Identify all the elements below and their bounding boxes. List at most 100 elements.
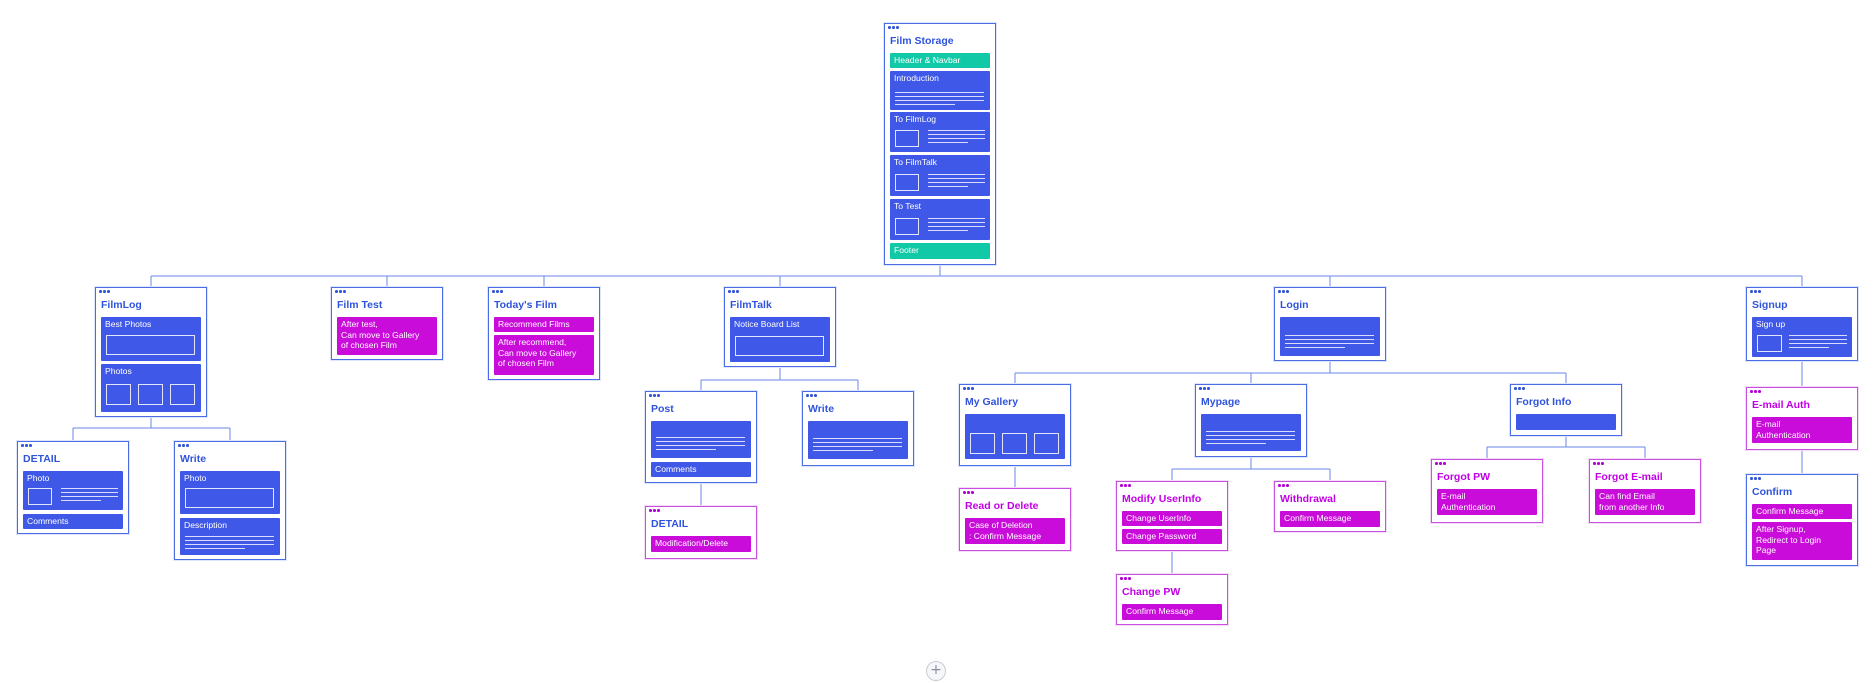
card-post[interactable]: Post Comments	[645, 391, 757, 483]
section-email-authentication[interactable]: E-mail Authentication	[1437, 489, 1537, 515]
card-forgot-info[interactable]: Forgot Info	[1510, 384, 1622, 436]
section-footer[interactable]: Footer	[890, 243, 990, 259]
image-placeholder	[106, 335, 195, 355]
text-line	[1285, 339, 1374, 340]
section-to-filmlog[interactable]: To FilmLog	[890, 112, 990, 152]
card-forgot-pw[interactable]: Forgot PW E-mail Authentication	[1431, 459, 1543, 523]
card-mypage[interactable]: Mypage	[1195, 384, 1307, 457]
section-change-userinfo[interactable]: Change UserInfo	[1122, 511, 1222, 526]
text-line	[813, 438, 902, 439]
add-node-button[interactable]: +	[926, 661, 946, 681]
section-photos[interactable]: Photos	[101, 364, 201, 412]
window-dots-icon	[963, 387, 974, 390]
text-line	[928, 138, 985, 139]
card-my-gallery[interactable]: My Gallery	[959, 384, 1071, 466]
card-filmlog-write[interactable]: Write Photo Description	[174, 441, 286, 560]
section-confirm-message[interactable]: Confirm Message	[1122, 604, 1222, 620]
card-change-pw[interactable]: Change PW Confirm Message	[1116, 574, 1228, 625]
section-introduction[interactable]: Introduction	[890, 71, 990, 110]
section-label: Confirm Message	[1126, 606, 1194, 616]
window-dots-icon	[1750, 390, 1761, 393]
section-comments[interactable]: Comments	[23, 514, 123, 529]
section-description[interactable]: Description	[180, 518, 280, 555]
card-filmtalk[interactable]: FilmTalk Notice Board List	[724, 287, 836, 367]
text-line	[61, 492, 118, 493]
section-after-test[interactable]: After test, Can move to Gallery of chose…	[337, 317, 437, 355]
card-modify-userinfo[interactable]: Modify UserInfo Change UserInfo Change P…	[1116, 481, 1228, 551]
window-dots-icon	[1278, 484, 1289, 487]
card-todays-film[interactable]: Today's Film Recommend Films After recom…	[488, 287, 600, 380]
text-line	[895, 104, 955, 105]
section-forgot-info-body[interactable]	[1516, 414, 1616, 430]
section-modification-delete[interactable]: Modification/Delete	[651, 536, 751, 552]
section-label: Notice Board List	[734, 319, 800, 329]
section-recommend-films[interactable]: Recommend Films	[494, 317, 594, 332]
card-forgot-email[interactable]: Forgot E-mail Can find Email from anothe…	[1589, 459, 1701, 523]
text-line	[1206, 435, 1295, 436]
section-label: Comments	[655, 464, 697, 474]
section-to-filmtalk[interactable]: To FilmTalk	[890, 155, 990, 196]
section-label: Change UserInfo	[1126, 513, 1191, 523]
card-title: Login	[1280, 299, 1309, 311]
text-line	[1285, 335, 1374, 336]
card-filmlog-detail[interactable]: DETAIL Photo Comments	[17, 441, 129, 534]
text-line	[928, 226, 985, 227]
section-confirm-message[interactable]: Confirm Message	[1752, 504, 1852, 519]
window-dots-icon	[1593, 462, 1604, 465]
section-comments[interactable]: Comments	[651, 462, 751, 477]
card-film-test[interactable]: Film Test After test, Can move to Galler…	[331, 287, 443, 360]
section-notice-board-list[interactable]: Notice Board List	[730, 317, 830, 362]
section-post-body[interactable]	[651, 421, 751, 458]
image-placeholder	[895, 130, 919, 147]
section-change-password[interactable]: Change Password	[1122, 529, 1222, 544]
section-label: E-mail Authentication	[1441, 491, 1496, 512]
card-title: FilmTalk	[730, 299, 772, 311]
section-to-test[interactable]: To Test	[890, 199, 990, 240]
card-read-or-delete[interactable]: Read or Delete Case of Deletion : Confir…	[959, 488, 1071, 551]
card-filmlog[interactable]: FilmLog Best Photos Photos	[95, 287, 207, 417]
image-placeholder	[1757, 335, 1782, 352]
card-film-storage[interactable]: Film Storage Header & Navbar Introductio…	[884, 23, 996, 265]
text-line	[1789, 343, 1847, 344]
section-case-of-deletion[interactable]: Case of Deletion : Confirm Message	[965, 518, 1065, 544]
text-line	[61, 488, 118, 489]
section-mypage-body[interactable]	[1201, 414, 1301, 451]
window-dots-icon	[1750, 290, 1761, 293]
section-find-email[interactable]: Can find Email from another Info	[1595, 489, 1695, 515]
text-line	[895, 92, 984, 93]
text-line	[185, 544, 274, 545]
section-redirect-to-login[interactable]: After Signup, Redirect to Login Page	[1752, 522, 1852, 560]
card-title: Change PW	[1122, 586, 1181, 598]
section-photo[interactable]: Photo	[180, 471, 280, 514]
text-line	[1285, 347, 1345, 348]
section-header-navbar[interactable]: Header & Navbar	[890, 53, 990, 68]
card-title: Mypage	[1201, 396, 1241, 408]
card-filmtalk-write[interactable]: Write	[802, 391, 914, 466]
card-signup[interactable]: Signup Sign up	[1746, 287, 1858, 361]
card-login[interactable]: Login	[1274, 287, 1386, 361]
section-gallery-grid[interactable]	[965, 414, 1065, 459]
window-dots-icon	[806, 394, 817, 397]
section-email-authentication[interactable]: E-mail Authentication	[1752, 417, 1852, 443]
section-confirm-message[interactable]: Confirm Message	[1280, 511, 1380, 527]
section-label: Case of Deletion : Confirm Message	[969, 520, 1042, 541]
text-line	[928, 218, 985, 219]
section-sign-up[interactable]: Sign up	[1752, 317, 1852, 357]
section-best-photos[interactable]: Best Photos	[101, 317, 201, 361]
section-after-recommend[interactable]: After recommend, Can move to Gallery of …	[494, 335, 594, 375]
text-line	[656, 445, 745, 446]
card-confirm[interactable]: Confirm Confirm Message After Signup, Re…	[1746, 474, 1858, 566]
card-title: FilmLog	[101, 299, 142, 311]
card-email-auth[interactable]: E-mail Auth E-mail Authentication	[1746, 387, 1858, 450]
section-login-form[interactable]	[1280, 317, 1380, 356]
text-line	[928, 174, 985, 175]
text-line	[656, 441, 745, 442]
text-line	[813, 442, 902, 443]
section-write-body[interactable]	[808, 421, 908, 459]
card-post-detail[interactable]: DETAIL Modification/Delete	[645, 506, 757, 559]
window-dots-icon	[1199, 387, 1210, 390]
text-line	[928, 222, 985, 223]
section-label: Recommend Films	[498, 319, 570, 329]
section-photo[interactable]: Photo	[23, 471, 123, 510]
card-withdrawal[interactable]: Withdrawal Confirm Message	[1274, 481, 1386, 532]
